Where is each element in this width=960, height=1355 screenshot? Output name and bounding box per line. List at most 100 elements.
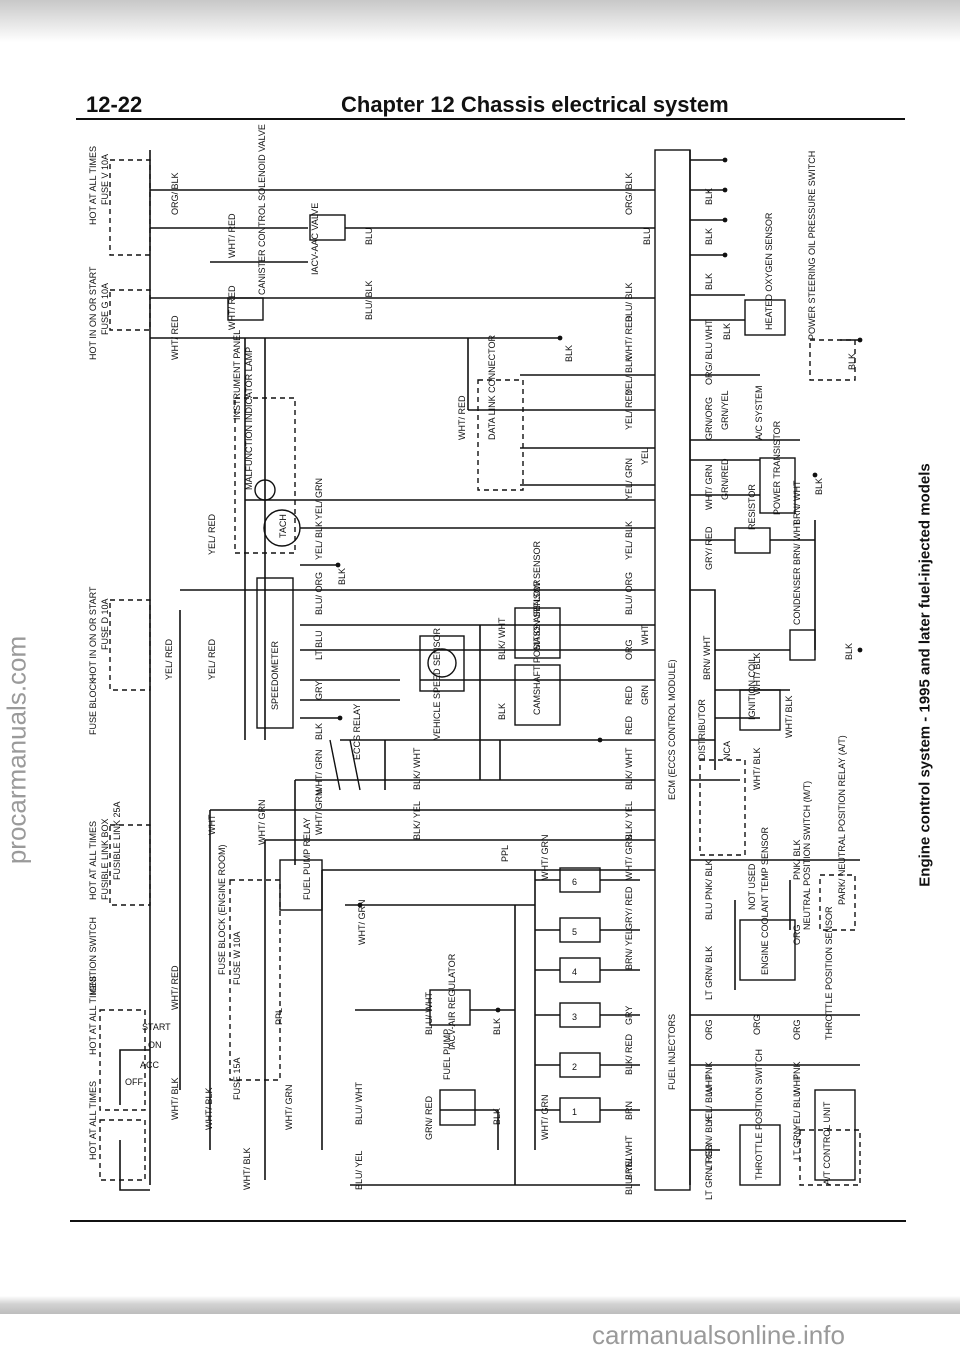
wire-yel-red-4: YEL/ RED	[207, 638, 217, 680]
wire-wht-grn-6: WHT/ GRN	[357, 900, 367, 946]
vss-box	[419, 635, 465, 692]
wire-yel-red-2: YEL/ RED	[207, 513, 217, 555]
wire-brn-wht-r2: BRN/ WHT	[792, 480, 802, 525]
injector-2	[559, 1052, 601, 1078]
wire-wht-r3: WHT	[792, 1074, 802, 1095]
watermark-bottom: carmanualsonline.info	[592, 1320, 845, 1350]
fuse-g-box	[109, 289, 151, 331]
wire-blk-wht-2: BLK/ WHT	[412, 747, 422, 790]
wire-grn-red-r: GRN/RED	[720, 458, 730, 500]
wire-blk-r2: BLK	[704, 228, 714, 245]
footer-rule	[70, 1220, 906, 1222]
wire-lt-grn-blk-r1: LT GRN/ BLK	[704, 946, 714, 1000]
condenser-box	[789, 629, 816, 661]
wire-wht-grn-4: WHT/ GRN	[540, 835, 550, 881]
wire-yel-red-1: YEL/ RED	[624, 388, 634, 430]
wire-ppl-1: PPL	[500, 845, 510, 862]
wire-pnk-blk-r1: PNK/ BLK	[704, 859, 714, 900]
wire-yel-blu-r2: YEL/ BLU	[792, 1090, 802, 1130]
cmp-box	[514, 664, 561, 726]
diagram-labels: HOT AT ALL TIMES FUSE V 10A HOT IN ON OR…	[88, 124, 847, 1185]
label-fuel-pump: FUEL PUMP	[442, 1029, 452, 1080]
wire-brn-wht-r3: BRN/ WHT	[702, 635, 712, 680]
wire-lt-blu: LT BLU	[314, 630, 324, 660]
fuse-v-box	[109, 159, 151, 256]
wire-gry-red-r: GRY/ RED	[704, 526, 714, 570]
label-ignition-switch: IGNITION SWITCH	[88, 917, 98, 995]
wire-blk-r4: BLK	[722, 323, 732, 340]
injector-4	[559, 957, 601, 983]
wire-blu-wht-2: BLU/ WHT	[354, 1081, 364, 1125]
header-rule	[76, 118, 905, 120]
wire-blk-5: BLK	[492, 1018, 502, 1035]
label-fusible-link-25a: FUSIBLE LINK 25A	[112, 801, 122, 880]
wire-wht-blk-2: WHT/ BLK	[204, 1087, 214, 1130]
instrument-panel-box	[234, 397, 296, 554]
ps-switch-box	[809, 339, 856, 381]
wire-blk-yel-2: BLK/ YEL	[624, 801, 634, 840]
page-number: 12-22	[86, 92, 143, 117]
wire-blk-r6: BLK	[847, 353, 857, 370]
label-distributor: DISTRIBUTOR	[697, 699, 707, 760]
injector-num-5: 5	[572, 927, 577, 937]
label-resistor: RESISTOR	[747, 484, 757, 530]
injector-5	[559, 917, 601, 943]
label-on: ON	[148, 1040, 162, 1050]
label-iacv-air: IACV-AIR REGULATOR	[447, 953, 457, 1050]
injector-6	[559, 867, 601, 893]
wire-brn-wht: BRN/ WHT	[624, 1135, 634, 1180]
label-ignition-coil: IGNITION COIL	[747, 656, 757, 720]
wire-blk-r5: BLK	[814, 478, 824, 495]
label-vss: VEHICLE SPEED SENSOR	[432, 627, 442, 740]
wire-yel-blu-r1: YEL/ BLU	[704, 1085, 714, 1125]
eccs-relay-switch	[329, 739, 361, 791]
label-nca: NCA	[722, 741, 732, 760]
mil-lamp	[254, 479, 276, 501]
wire-blk-wht-3: BLK/ WHT	[624, 747, 634, 790]
fuel-pump-box	[439, 1089, 476, 1126]
wire-blk-yel-1: BLK/ YEL	[412, 801, 422, 840]
label-ac-system: A/C SYSTEM	[754, 385, 764, 440]
wire-wht-1: WHT	[640, 624, 650, 645]
label-mil: MALFUNCTION INDICATOR LAMP	[244, 347, 254, 490]
wire-grn-org: GRN/ORG	[704, 397, 714, 440]
ecm-box	[654, 149, 691, 1191]
wire-org-r3: ORG	[704, 1019, 714, 1040]
injector-1	[559, 1097, 601, 1123]
ignition-switch-box	[99, 1009, 146, 1111]
wire-wht-grn-7: WHT/ GRN	[284, 1085, 294, 1131]
label-at-control: A/T CONTROL UNIT	[822, 1101, 832, 1185]
wire-blk-3: BLK	[314, 723, 324, 740]
injector-num-4: 4	[572, 967, 577, 977]
label-data-link: DATA LINK CONNECTOR	[487, 334, 497, 440]
fuel-pump-relay-box	[279, 859, 323, 911]
label-start: START	[142, 1022, 171, 1032]
wire-wht-red-3: WHT/ RED	[170, 315, 180, 360]
wire-blk-r1: BLK	[704, 188, 714, 205]
wire-brn-wht-r1: BRN/ WHT	[792, 520, 802, 565]
label-condenser: CONDENSER	[792, 567, 802, 625]
wire-gry: GRY	[314, 681, 324, 700]
label-tach: TACH	[278, 514, 288, 538]
wire-yel-blk-3: YEL/ BLK	[624, 521, 634, 560]
wire-wht-grn-r: WHT/ GRN	[704, 465, 714, 511]
label-hot-on-start-1: HOT IN ON OR START	[88, 266, 98, 360]
wire-lt-grn-blk-r2: LT GRN/ BLK	[704, 1116, 714, 1170]
ignition-coil-box	[739, 689, 781, 731]
injector-3	[559, 1002, 601, 1028]
wire-blu-blk-2: BLU/ BLK	[624, 282, 634, 322]
wire-blu-org-1: BLU/ ORG	[314, 572, 324, 615]
label-fuse-w: FUSE W 10A	[232, 931, 242, 985]
label-speedometer: SPEEDOMETER	[270, 640, 280, 710]
label-power-steering: POWER STEERING OIL PRESSURE SWITCH	[807, 151, 817, 340]
ect-box	[739, 919, 796, 981]
wire-grn-1: GRN	[640, 685, 650, 705]
label-iacv-aac: IACV-AAC VALVE	[310, 203, 320, 275]
wire-wht-grn-3: WHT/ GRN	[314, 790, 324, 836]
injector-num-2: 2	[572, 1062, 577, 1072]
wire-wht-2: WHT	[207, 814, 217, 835]
label-hot-on-start-2: HOT IN ON OR START	[88, 586, 98, 680]
label-ect: ENGINE COOLANT TEMP SENSOR	[760, 826, 770, 975]
wire-yel-grn-2: YEL/ GRN	[314, 478, 324, 520]
